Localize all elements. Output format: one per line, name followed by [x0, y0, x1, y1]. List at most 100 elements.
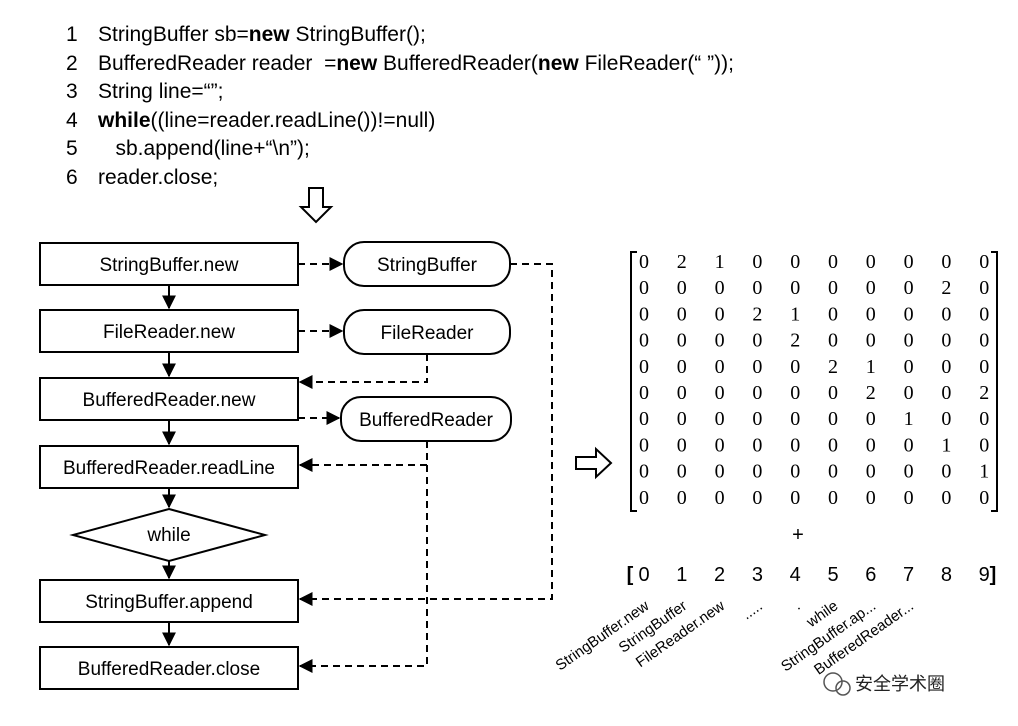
matrix-cell: 0 [979, 408, 989, 430]
matrix-cell: 0 [904, 303, 914, 325]
matrix-cell: 0 [715, 461, 725, 483]
matrix-cell: 0 [904, 434, 914, 456]
matrix-cell: 0 [941, 487, 951, 509]
column-label: . [790, 597, 803, 613]
matrix-cell: 0 [715, 277, 725, 299]
svg-text:BufferedReader.readLine: BufferedReader.readLine [63, 458, 275, 479]
column-labels: StringBuffer.newStringBufferFileReader.n… [553, 597, 917, 678]
line-number: 6 [66, 166, 78, 189]
code-text: sb.append(line+“\n”); [98, 137, 310, 161]
matrix-cell: 0 [677, 356, 687, 378]
matrix-cell: 0 [752, 251, 762, 273]
index-value: 7 [903, 564, 914, 586]
matrix-cell: 0 [866, 330, 876, 352]
matrix-cell: 0 [715, 487, 725, 509]
matrix-cell: 0 [904, 330, 914, 352]
matrix-cell: 0 [904, 382, 914, 404]
line-number: 2 [66, 51, 78, 75]
right-arrow-icon [575, 446, 613, 480]
matrix-cell: 0 [979, 251, 989, 273]
matrix-cell: 0 [866, 408, 876, 430]
index-value: 8 [941, 564, 952, 586]
code-keyword: new [336, 51, 378, 75]
matrix-cell: 0 [639, 487, 649, 509]
flow-node-stringbuffer-append: StringBuffer.append [39, 579, 299, 623]
code-text: String line=“”; [98, 80, 224, 104]
code-text: StringBuffer sb= [98, 23, 249, 46]
matrix-cell: 0 [979, 330, 989, 352]
matrix-cell: 0 [828, 408, 838, 430]
matrix-cell: 0 [639, 434, 649, 456]
column-label: ..... [739, 597, 766, 623]
matrix-cell: 1 [715, 251, 725, 273]
matrix-cell: 0 [941, 356, 951, 378]
svg-text:StringBuffer.append: StringBuffer.append [85, 592, 253, 613]
matrix-cell: 0 [790, 434, 800, 456]
code-text: StringBuffer(); [289, 23, 426, 46]
matrix-cell: 1 [866, 356, 876, 378]
matrix-cell: 0 [752, 487, 762, 509]
matrix-cell: 2 [752, 303, 762, 325]
matrix-cell: 0 [752, 356, 762, 378]
matrix-cell: 0 [790, 356, 800, 378]
matrix-cell: 0 [639, 330, 649, 352]
index-value: 5 [827, 564, 838, 586]
watermark-text: 安全学术圈 [855, 674, 945, 695]
matrix-cell: 0 [677, 330, 687, 352]
matrix-cell: 0 [979, 303, 989, 325]
matrix-cell: 0 [790, 382, 800, 404]
matrix-cell: 0 [828, 330, 838, 352]
index-value: 0 [638, 564, 649, 586]
matrix-cell: 0 [715, 303, 725, 325]
matrix-cell: 0 [866, 303, 876, 325]
code-keyword: new [248, 23, 290, 46]
matrix-cell: 0 [677, 487, 687, 509]
matrix-cell: 0 [752, 277, 762, 299]
matrix-cell: 0 [639, 408, 649, 430]
flow-node-stringbuffer-new: StringBuffer.new [39, 242, 299, 286]
matrix-cell: 0 [752, 330, 762, 352]
matrix-cell: 0 [639, 251, 649, 273]
matrix-cell: 0 [790, 408, 800, 430]
wechat-icon [823, 672, 843, 692]
matrix-cell: 0 [866, 461, 876, 483]
code-keyword: while [98, 108, 151, 132]
flow-node-bufferedreader-readline: BufferedReader.readLine [39, 445, 299, 489]
matrix-cell: 0 [715, 434, 725, 456]
matrix-cell: 0 [639, 303, 649, 325]
matrix-cell: 2 [828, 356, 838, 378]
matrix-cell: 0 [866, 277, 876, 299]
matrix-cell: 0 [677, 277, 687, 299]
index-value: 2 [714, 564, 725, 586]
code-line: 6 reader.close; [66, 165, 218, 191]
index-value: 4 [790, 564, 801, 586]
matrix-cell: 0 [677, 303, 687, 325]
flow-node-filereader-new: FileReader.new [39, 309, 299, 353]
svg-text:StringBuffer.new: StringBuffer.new [99, 255, 238, 276]
code-line: 5 sb.append(line+“\n”); [66, 136, 310, 162]
matrix-cell: 0 [752, 434, 762, 456]
matrix-cell: 0 [639, 356, 649, 378]
code-text: reader.close; [98, 166, 219, 189]
matrix-cell: 0 [639, 382, 649, 404]
code-text: BufferedReader( [377, 51, 538, 75]
matrix-cell: 0 [904, 277, 914, 299]
matrix-cell: 0 [904, 461, 914, 483]
matrix-cell: 0 [979, 487, 989, 509]
matrix-cell: 0 [941, 382, 951, 404]
matrix-cell: 0 [677, 408, 687, 430]
matrix-cell: 0 [677, 382, 687, 404]
matrix-cell: 2 [677, 251, 687, 273]
matrix-cell: 1 [941, 434, 951, 456]
flow-node-bufferedreader-close: BufferedReader.close [39, 646, 299, 690]
matrix-cell: 0 [866, 434, 876, 456]
svg-text:BufferedReader: BufferedReader [359, 410, 493, 431]
matrix-cell: 1 [790, 303, 800, 325]
matrix-cell: 0 [828, 251, 838, 273]
watermark: 安全学术圈 [823, 672, 945, 696]
